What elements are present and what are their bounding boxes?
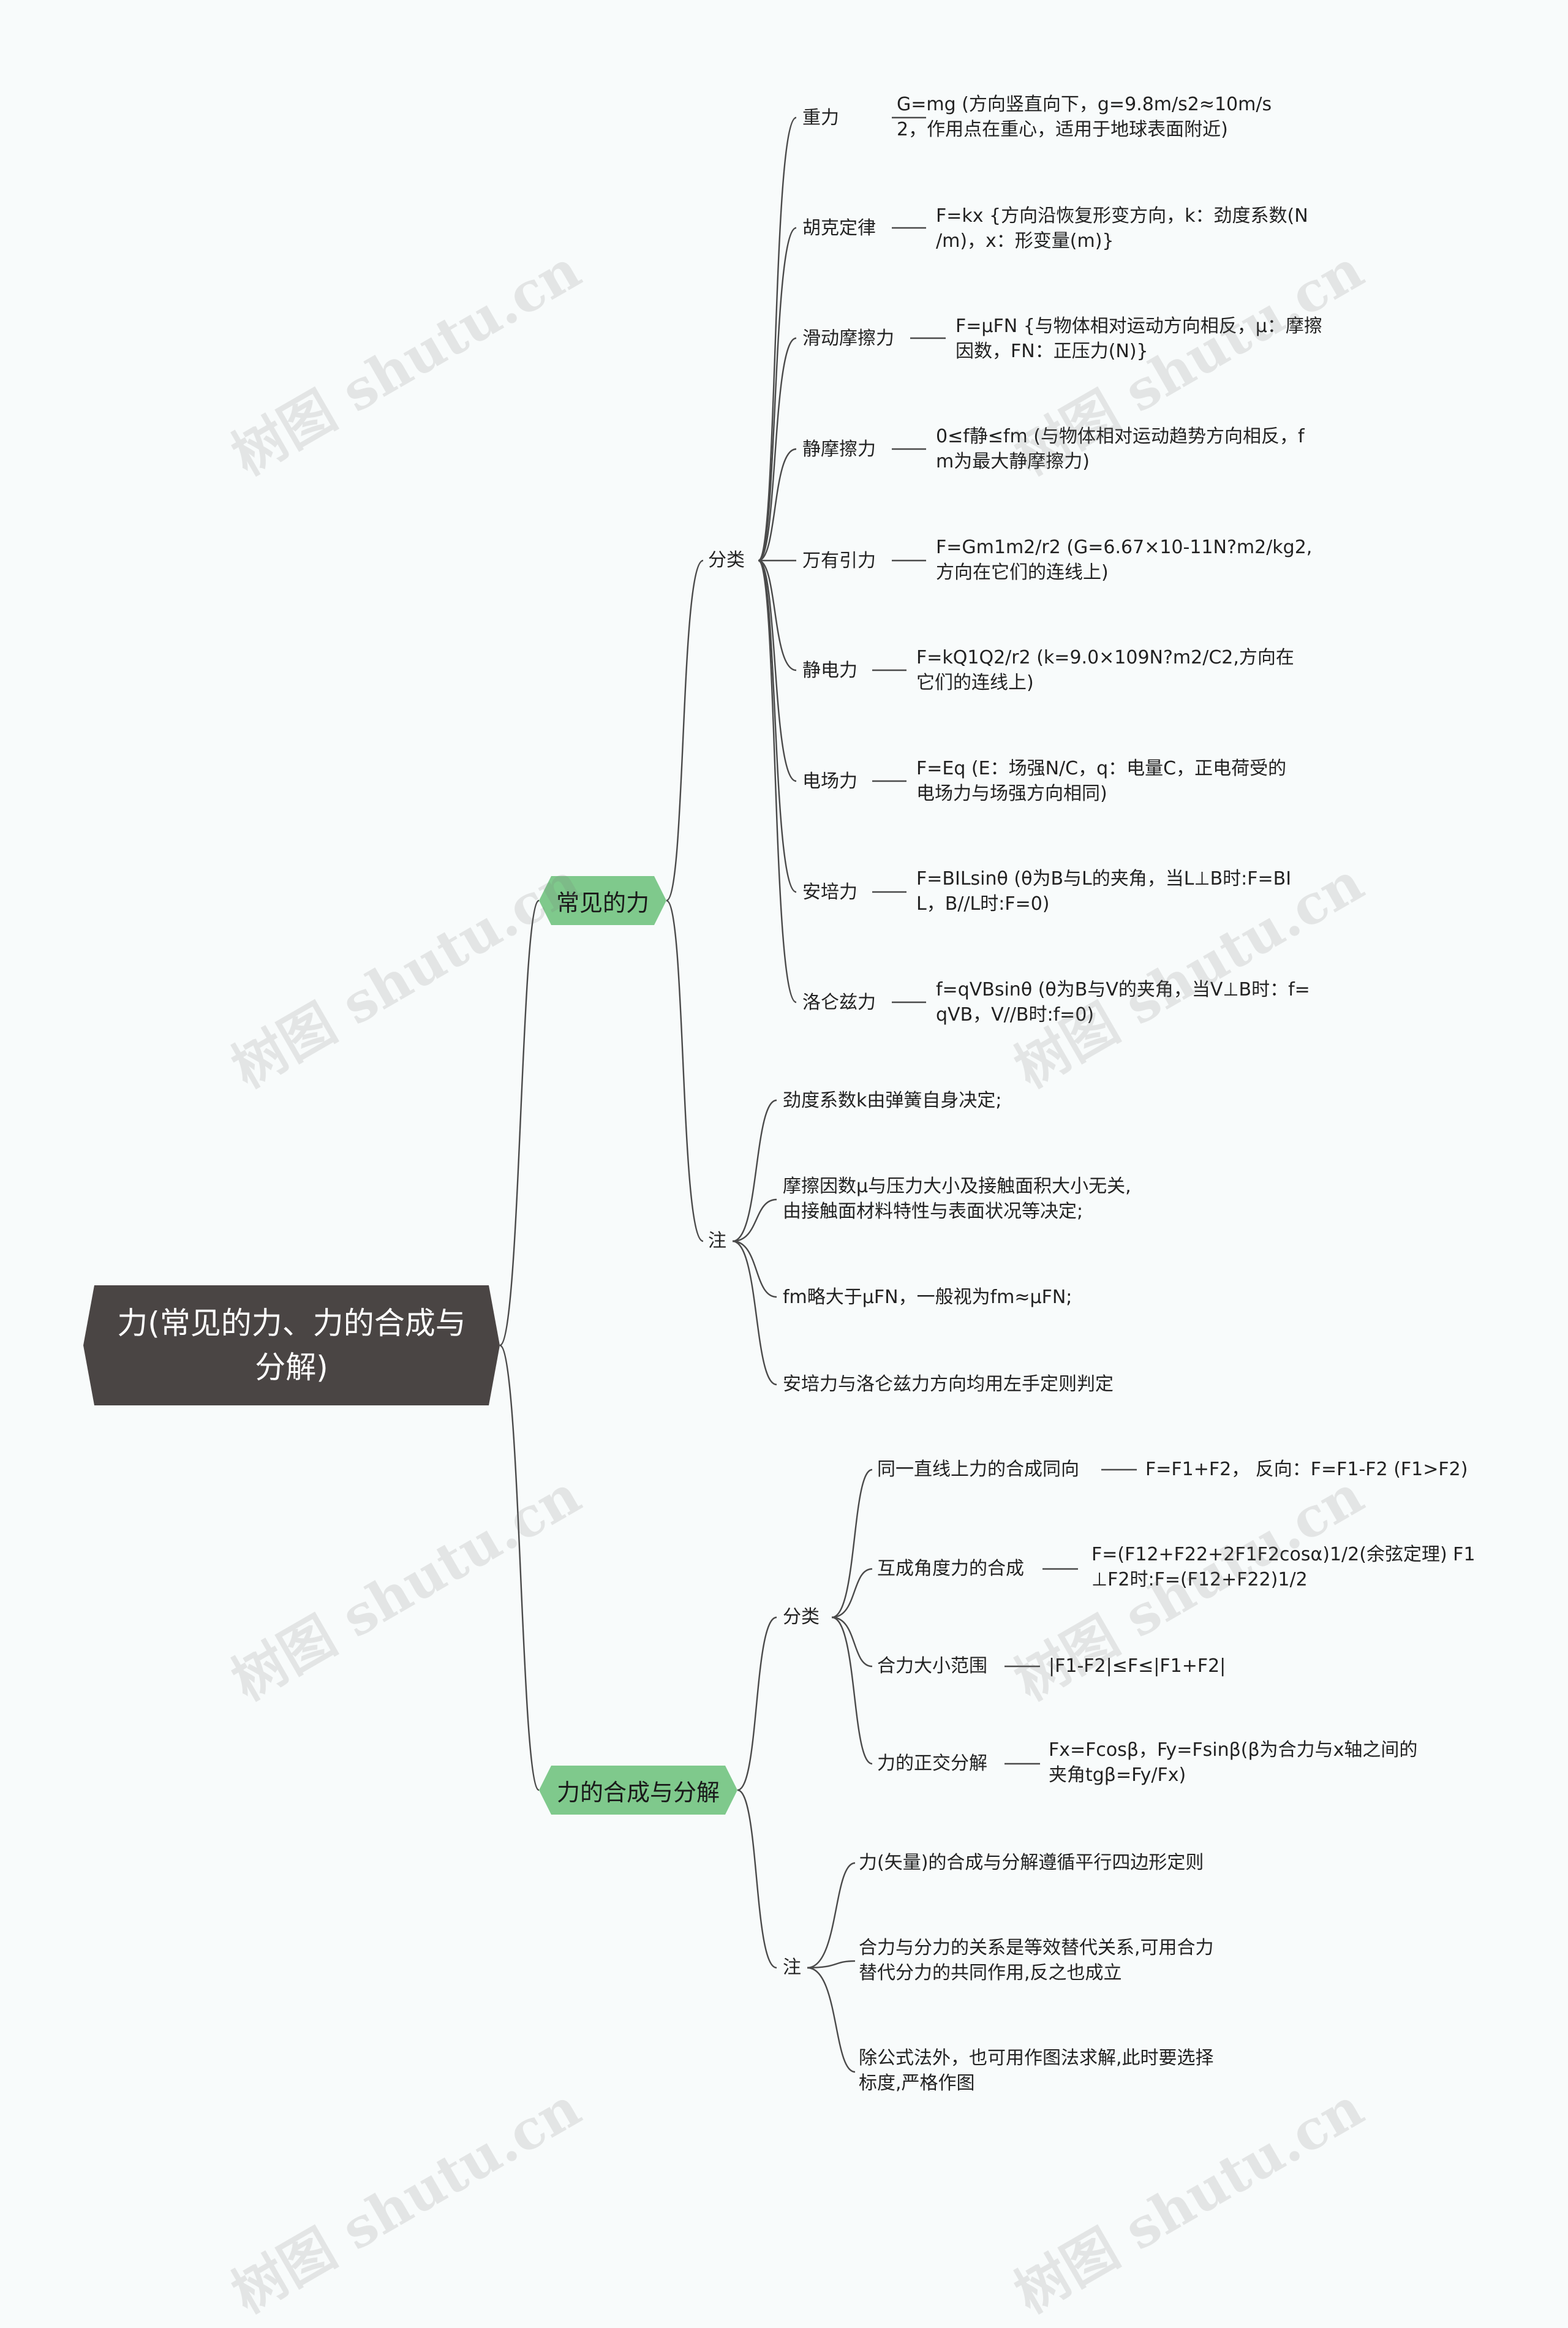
note-item[interactable]: 除公式法外，也可用作图法求解,此时要选择标度,严格作图 (859, 2047, 1214, 2094)
root-node-shape (83, 1285, 500, 1405)
force-item-detail: F=Gm1m2/r2 (G=6.67×10-11N?m2/kg2,方向在它们的连… (936, 537, 1313, 583)
connector-lines (499, 116, 1137, 2073)
force-item-detail: F=Eq (E：场强N/C，q：电量C，正电荷受的电场力与场强方向相同) (916, 758, 1287, 804)
composition-item-detail: F=F1+F2， 反向：F=F1-F2 (F1>F2) (1145, 1459, 1468, 1480)
root-node[interactable]: 力(常见的力、力的合成与分解) (83, 1285, 500, 1405)
force-item-detail: F=kx {方向沿恢复形变方向，k：劲度系数(N/m)，x：形变量(m)} (936, 205, 1308, 252)
force-item-name[interactable]: 电场力 (802, 771, 858, 792)
branch-composition-decomposition-label: 力的合成与分解 (556, 1778, 720, 1806)
force-item-detail: F=μFN {与物体相对运动方向相反，μ：摩擦因数，FN：正压力(N)} (956, 316, 1322, 362)
composition-item-detail: F=(F12+F22+2F1F2cosα)1/2(余弦定理) F1⊥F2时:F=… (1091, 1544, 1476, 1590)
root-title-line2: 分解) (255, 1350, 328, 1385)
branch-pill-shape (539, 1766, 737, 1815)
classify-label[interactable]: 分类 (783, 1606, 820, 1628)
note-item[interactable]: 劲度系数k由弹簧自身决定; (783, 1090, 1002, 1111)
composition-item-name[interactable]: 同一直线上力的合成同向 (877, 1459, 1079, 1480)
note-item[interactable]: 力(矢量)的合成与分解遵循平行四边形定则 (859, 1852, 1204, 1873)
root-title-line1: 力(常见的力、力的合成与 (117, 1306, 466, 1341)
force-item-detail: F=kQ1Q2/r2 (k=9.0×109N?m2/C2,方向在它们的连线上) (916, 647, 1294, 693)
force-item-name[interactable]: 安培力 (802, 882, 858, 903)
force-item-name[interactable]: 重力 (802, 107, 839, 129)
force-item-name[interactable]: 万有引力 (802, 550, 876, 572)
note-item[interactable]: 合力与分力的关系是等效替代关系,可用合力替代分力的共同作用,反之也成立 (859, 1937, 1214, 1984)
composition-item-detail: Fx=Fcosβ，Fy=Fsinβ(β为合力与x轴之间的夹角tgβ=Fy/Fx) (1049, 1739, 1418, 1786)
note-label[interactable]: 注 (783, 1957, 801, 1978)
composition-item-name[interactable]: 力的正交分解 (877, 1753, 987, 1774)
classify-label[interactable]: 分类 (708, 550, 745, 571)
composition-item-detail: |F1-F2|≤F≤|F1+F2| (1049, 1655, 1226, 1677)
force-item-name[interactable]: 静摩擦力 (802, 439, 876, 460)
branch-common-forces[interactable]: 常见的力 (539, 876, 666, 925)
branch-composition-decomposition[interactable]: 力的合成与分解 (539, 1766, 737, 1815)
composition-item-name[interactable]: 合力大小范围 (877, 1655, 987, 1677)
composition-item-name[interactable]: 互成角度力的合成 (877, 1558, 1024, 1579)
note-item[interactable]: fm略大于μFN，一般视为fm≈μFN; (783, 1287, 1072, 1308)
note-item[interactable]: 摩擦因数μ与压力大小及接触面积大小无关,由接触面材料特性与表面状况等决定; (783, 1176, 1131, 1222)
note-item[interactable]: 安培力与洛仑兹力方向均用左手定则判定 (783, 1374, 1114, 1395)
root-title: 力(常见的力、力的合成与分解) (83, 1285, 500, 1405)
branch-pill-shape (539, 876, 666, 925)
force-item-detail: f=qVBsinθ (θ为B与V的夹角，当V⊥B时：f=qVB，V//B时:f=… (936, 979, 1310, 1026)
force-item-name[interactable]: 滑动摩擦力 (802, 328, 894, 349)
force-item-name[interactable]: 胡克定律 (802, 217, 876, 239)
force-item-name[interactable]: 静电力 (802, 660, 858, 681)
force-item-name[interactable]: 洛仑兹力 (802, 992, 876, 1013)
note-label[interactable]: 注 (708, 1230, 726, 1252)
branch-common-forces-label: 常见的力 (556, 889, 649, 916)
